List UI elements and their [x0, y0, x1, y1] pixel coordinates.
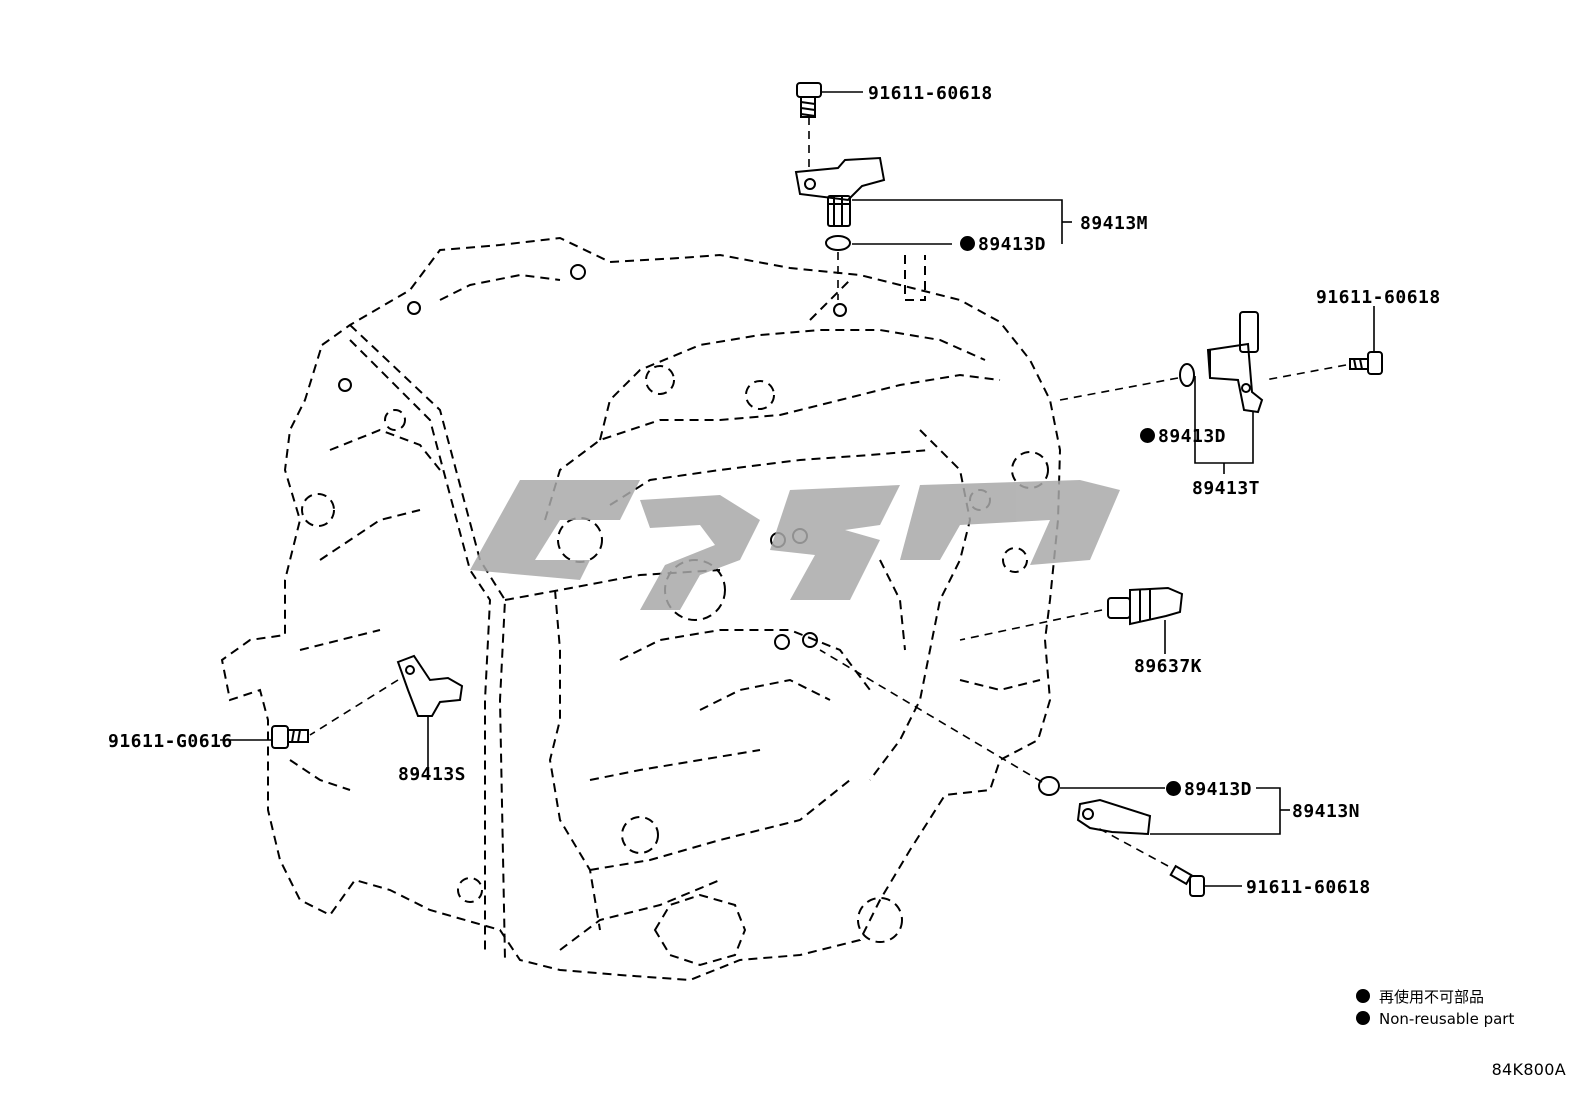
drawing-code: 84K800A [1491, 1060, 1566, 1079]
callout-bolt-left[interactable]: 91611-G0616 [108, 731, 233, 752]
legend-en: Non-reusable part [1356, 1010, 1514, 1028]
callout-oring-t-text: 89413D [1158, 426, 1227, 447]
non-reusable-dot-icon [960, 236, 975, 251]
legend-jp-text: 再使用不可部品 [1379, 988, 1485, 1006]
housing-holes [338, 264, 847, 650]
callout-bolt-bottom[interactable]: 91611-60618 [1246, 877, 1371, 898]
callout-bolt-right[interactable]: 91611-60618 [1316, 287, 1441, 308]
callout-oring-m[interactable]: 89413D [960, 234, 1046, 255]
install-lines [309, 117, 1347, 867]
callout-sensor-m[interactable]: 89413M [1080, 213, 1149, 234]
non-reusable-dot-icon [1166, 781, 1181, 796]
sensor-s-part [396, 654, 464, 717]
bolt-bottom-part [1169, 864, 1205, 897]
legend-dot-icon [1356, 1011, 1370, 1025]
switch-k-part [1107, 586, 1184, 626]
transmission-housing [220, 236, 1062, 982]
legend-dot-icon [1356, 989, 1370, 1003]
callout-switch-k[interactable]: 89637K [1134, 656, 1203, 677]
watermark-logo [470, 480, 1120, 610]
oring-n-part [1038, 776, 1060, 796]
callout-oring-n[interactable]: 89413D [1166, 779, 1252, 800]
callout-sensor-t[interactable]: 89413T [1192, 478, 1261, 499]
sensor-t-part [1206, 311, 1264, 414]
callout-sensor-n[interactable]: 89413N [1292, 801, 1361, 822]
callout-lines [220, 91, 1375, 887]
oring-t-part [1179, 363, 1195, 387]
callout-oring-m-text: 89413D [978, 234, 1047, 255]
oring-m-part [825, 235, 851, 251]
callout-oring-n-text: 89413D [1184, 779, 1253, 800]
callout-oring-t[interactable]: 89413D [1140, 426, 1226, 447]
bolt-top-part [796, 82, 822, 118]
sensor-m-part [794, 156, 886, 227]
callout-sensor-s[interactable]: 89413S [398, 764, 467, 785]
legend-en-text: Non-reusable part [1379, 1010, 1515, 1028]
callout-bolt-top[interactable]: 91611-60618 [868, 83, 993, 104]
legend-jp: 再使用不可部品 [1356, 986, 1484, 1007]
bolt-right-part [1349, 351, 1383, 375]
non-reusable-dot-icon [1140, 428, 1155, 443]
bolt-left-part [271, 725, 309, 749]
sensor-n-part [1076, 798, 1152, 836]
